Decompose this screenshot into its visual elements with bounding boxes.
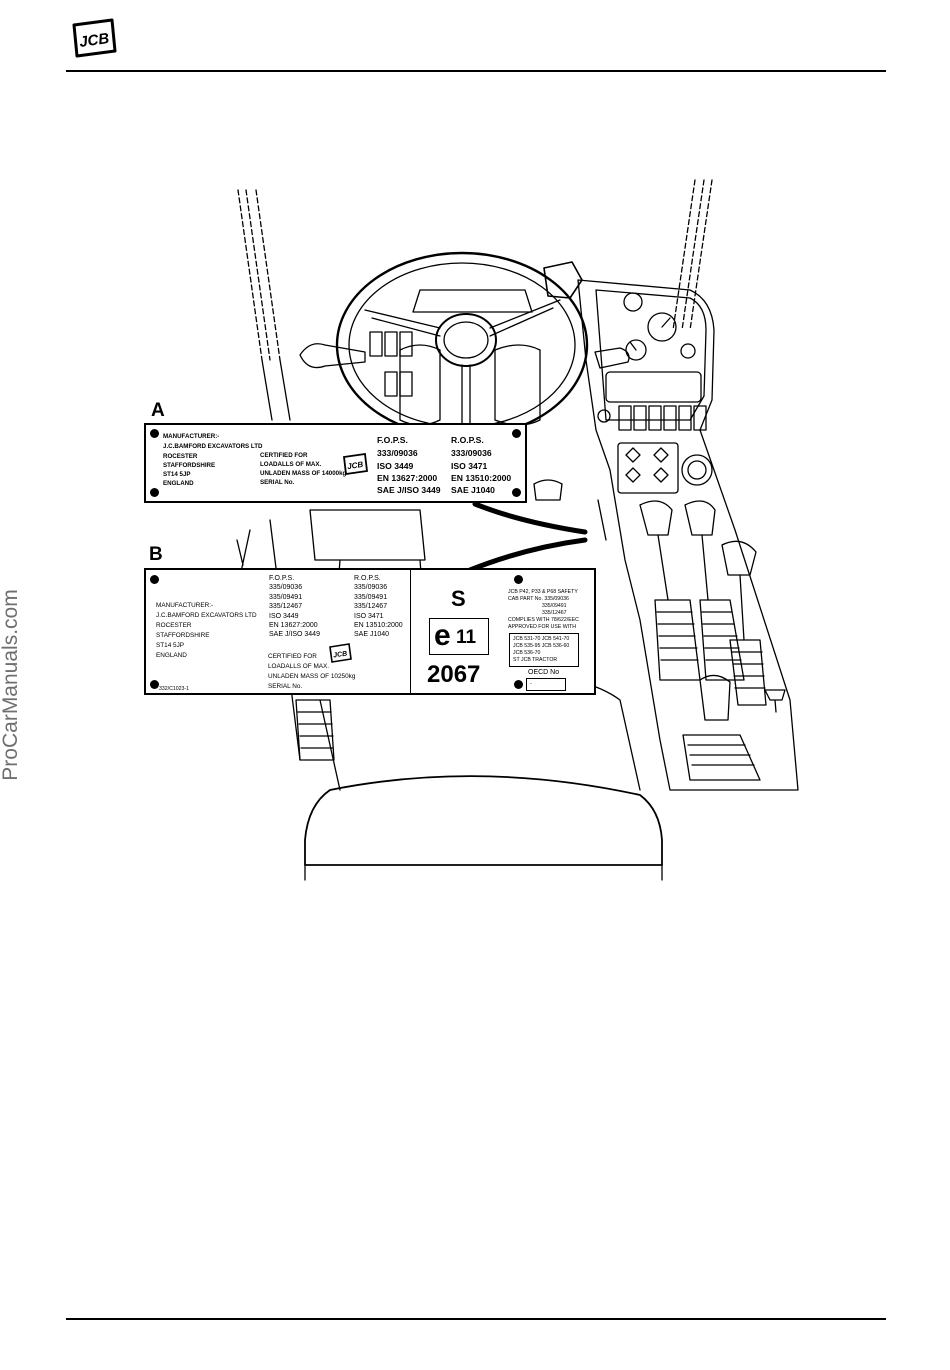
oecd-value: -: [530, 681, 532, 687]
safety-line: APPROVED FOR USE WITH: [508, 624, 577, 630]
plate-a-middle-line: LOADALLS OF MAX.: [260, 461, 322, 468]
plate-b-left-line: MANUFACTURER:-: [156, 602, 214, 609]
plate-a-rops-line: SAE J1040: [451, 485, 495, 495]
safety-line: CAB PART No. 335/09036: [508, 596, 569, 602]
plate-a-rops-line: EN 13510:2000: [451, 473, 512, 483]
logo-text: JCB: [78, 30, 110, 51]
plate-a-left-line: ST14 5JP: [163, 471, 191, 478]
plate-a-fops-line: SAE J/ISO 3449: [377, 485, 441, 495]
switch-bank: [369, 331, 413, 397]
jcb-logo: JCB: [72, 18, 117, 58]
control-levers: [639, 500, 786, 781]
plate-b-rops-line: 335/09491: [354, 594, 388, 601]
plate-a-rops-line: ISO 3471: [451, 461, 488, 471]
left-pillar: [237, 189, 291, 421]
plate-b-rops-line: ISO 3471: [354, 613, 384, 620]
plate-b-middle-line: CERTIFIED FOR: [268, 653, 317, 660]
plate-a-jcb-logo: JCB: [343, 453, 368, 475]
plate-b-fops-line: SAE J/ISO 3449: [269, 631, 320, 638]
model-line: JCB 531-70 JCB 541-70: [513, 636, 570, 642]
plate-b-middle-line: LOADALLS OF MAX.: [268, 663, 330, 670]
plate-b-fops-line: ISO 3449: [269, 613, 299, 620]
plate-b-rops-header: R.O.P.S.: [354, 575, 381, 582]
plate-b-jcb-logo: JCB: [329, 643, 352, 663]
plate-b-logo-text: JCB: [333, 651, 348, 660]
safety-line: 335/12467: [542, 610, 567, 616]
header-rule: [66, 70, 886, 72]
plate-b-fops-line: 335/09036: [269, 584, 303, 591]
plate-b-middle-line: UNLADEN MASS OF 10250kg: [268, 673, 356, 680]
plate-a-fops-line: EN 13627:2000: [377, 473, 438, 483]
plate-b: F.O.P.S. 335/09036 335/09491 335/12467 I…: [144, 568, 596, 695]
plate-b-left-line: STAFFORDSHIRE: [156, 632, 210, 639]
approval-mark-number: 11: [456, 627, 477, 648]
plate-b-rops-line: SAE J1040: [354, 631, 390, 638]
plate-b-fops-header: F.O.P.S.: [269, 575, 295, 582]
plate-b-letter: B: [149, 544, 163, 565]
plate-b-rops-line: 335/09036: [354, 584, 388, 591]
approval-letter: S: [451, 586, 466, 611]
plate-a-left-line: J.C.BAMFORD EXCAVATORS LTD: [163, 443, 263, 450]
plate-a-left-line: MANUFACTURER:-: [163, 433, 220, 440]
plate-b-left-line: ST14 5JP: [156, 642, 185, 649]
plate-a-left-line: ENGLAND: [163, 480, 194, 487]
plate-a-rops-header: R.O.P.S.: [451, 435, 484, 445]
approval-mark: e: [434, 619, 451, 652]
approval-number: 2067: [427, 661, 481, 688]
safety-line: 335/09491: [542, 603, 567, 609]
safety-line: JCB P42, P33 & P68 SAFETY: [508, 589, 578, 595]
footer-rule: [66, 1318, 886, 1320]
plate-b-divider: [410, 570, 411, 693]
plate-a-middle-line: CERTIFIED FOR: [260, 452, 308, 459]
plate-a-left-line: ROCESTER: [163, 453, 198, 460]
model-line: ST JCB TRACTOR: [513, 657, 558, 663]
plate-a-middle-line: UNLADEN MASS OF 14000kg: [260, 470, 347, 477]
safety-line: COMPLIES WITH 78/622/EEC: [508, 617, 579, 623]
right-pillar: [672, 179, 713, 331]
oecd-box: -: [526, 678, 566, 691]
plate-a-fops-line: ISO 3449: [377, 461, 414, 471]
plate-a-left-line: STAFFORDSHIRE: [163, 462, 216, 469]
switch-row: [597, 405, 707, 431]
plate-a-logo-text: JCB: [347, 460, 364, 471]
plate-b-middle-line: SERIAL No.: [268, 683, 303, 690]
model-line: JCB 536-70: [513, 650, 541, 656]
plate-a: MANUFACTURER:- J.C.BAMFORD EXCAVATORS LT…: [144, 423, 527, 503]
plate-b-part-number: 332/C1023-1: [159, 686, 189, 692]
plate-a-rops-line: 333/09036: [451, 448, 492, 458]
plate-b-fops-line: EN 13627:2000: [269, 622, 318, 629]
plate-a-middle-line: SERIAL No.: [260, 479, 295, 486]
plate-a-fops-line: 333/09036: [377, 448, 418, 458]
plate-b-fops-line: 335/12467: [269, 603, 303, 610]
plate-b-rops-line: EN 13510:2000: [354, 622, 403, 629]
plate-a-fops-header: F.O.P.S.: [377, 435, 408, 445]
oecd-label: OECD No: [528, 669, 560, 676]
plate-b-fops-line: 335/09491: [269, 594, 303, 601]
model-line: JCB 535-95 JCB 536-60: [513, 643, 570, 649]
approval-mark-box: e 11: [429, 618, 489, 655]
model-box: JCB 531-70 JCB 541-70 JCB 535-95 JCB 536…: [509, 633, 579, 667]
plate-a-letter: A: [151, 400, 165, 421]
steering-wheel: [335, 251, 589, 451]
plate-b-rops-line: 335/12467: [354, 603, 388, 610]
plate-b-left-line: ENGLAND: [156, 652, 187, 659]
plate-b-left-line: J.C.BAMFORD EXCAVATORS LTD: [156, 612, 257, 619]
plate-b-left-line: ROCESTER: [156, 622, 192, 629]
